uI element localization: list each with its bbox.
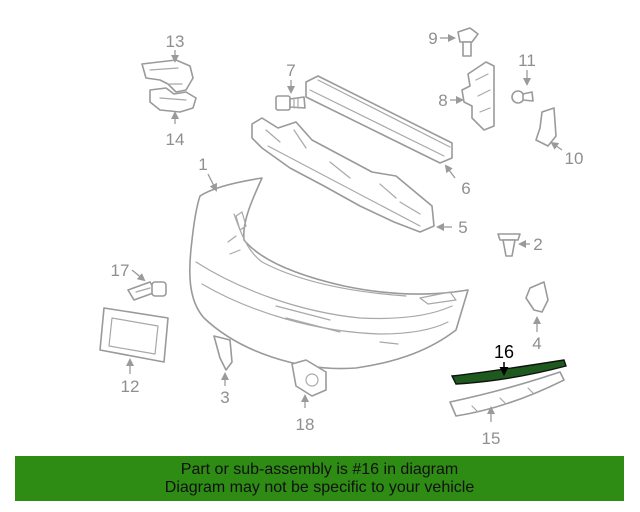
callout-8: 8 xyxy=(438,91,447,110)
banner-line-2: Diagram may not be specific to your vehi… xyxy=(164,479,475,496)
part-6-reinforcement xyxy=(305,75,453,164)
part-3-bracket xyxy=(213,335,233,371)
callout-10: 10 xyxy=(565,149,584,168)
part-17-sensor xyxy=(127,281,167,301)
callout-7: 7 xyxy=(286,61,295,80)
part-5-absorber xyxy=(251,117,435,233)
info-banner: Part or sub-assembly is #16 in diagram D… xyxy=(15,456,624,501)
parts-diagram: 13 14 7 6 5 9 8 11 10 xyxy=(99,27,584,448)
callout-4: 4 xyxy=(532,334,541,353)
callout-12: 12 xyxy=(121,377,140,396)
part-16-strip-highlighted xyxy=(450,359,567,385)
part-10-clip xyxy=(535,107,557,147)
part-9-bolt xyxy=(457,27,479,57)
callout-18: 18 xyxy=(296,415,315,434)
part-1-bumper-cover xyxy=(189,177,469,370)
callout-6: 6 xyxy=(461,179,470,198)
part-18-sensor xyxy=(291,359,327,397)
part-7-bolt xyxy=(275,95,306,111)
part-8-bracket xyxy=(461,61,495,131)
callout-17: 17 xyxy=(111,261,130,280)
banner-line-1: Part or sub-assembly is #16 in diagram xyxy=(180,461,459,478)
part-11-screw xyxy=(511,90,534,104)
part-4-bracket xyxy=(525,281,549,313)
callout-1: 1 xyxy=(198,155,207,174)
part-2-clip xyxy=(497,233,521,257)
callout-2: 2 xyxy=(533,235,542,254)
callout-15: 15 xyxy=(482,429,501,448)
callout-9: 9 xyxy=(428,29,437,48)
callout-5: 5 xyxy=(458,218,467,237)
callout-16: 16 xyxy=(494,342,514,362)
callout-14: 14 xyxy=(166,130,185,149)
part-12-license-bracket xyxy=(99,307,169,363)
callout-13: 13 xyxy=(166,32,185,51)
part-15-molding xyxy=(449,371,565,417)
part-13-bracket xyxy=(141,59,194,93)
callout-11: 11 xyxy=(518,51,536,70)
part-14-bracket xyxy=(149,87,197,113)
callout-3: 3 xyxy=(220,388,229,407)
